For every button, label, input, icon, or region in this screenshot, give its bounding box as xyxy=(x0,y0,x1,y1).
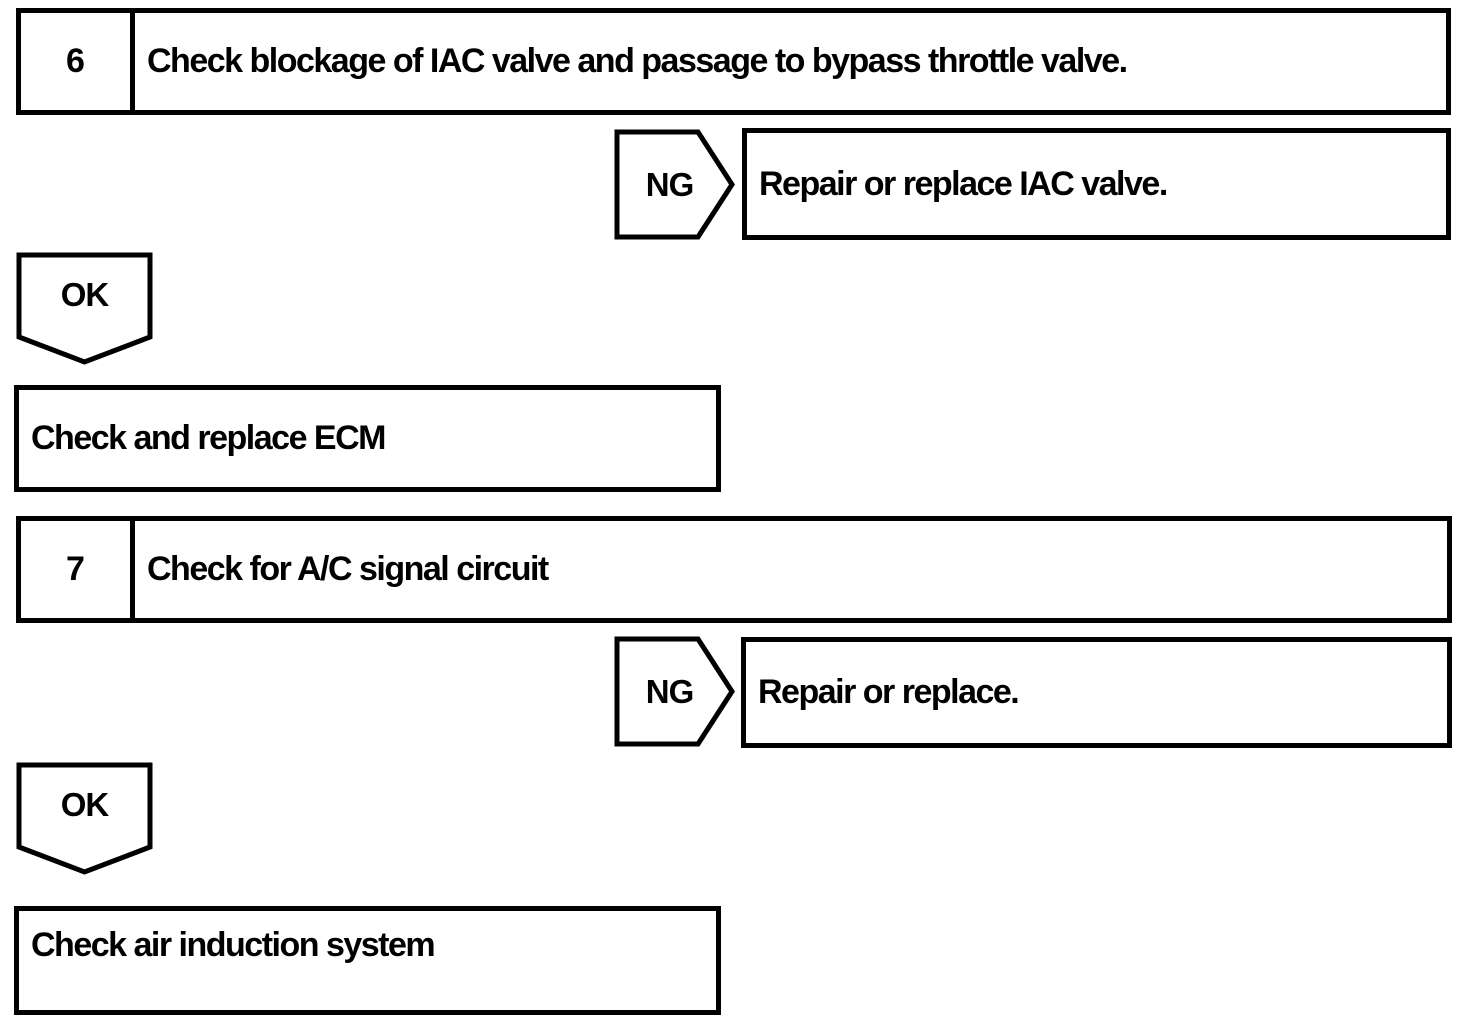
ok-arrow-shape xyxy=(16,252,153,365)
ng-arrow-shape xyxy=(614,636,735,747)
action-repair-or-replace-label: Repair or replace. xyxy=(758,673,1020,711)
ok-arrow-icon xyxy=(16,252,153,365)
step-box-6: 6 Check blockage of IAC valve and passag… xyxy=(16,8,1451,115)
ok-arrow-shape xyxy=(16,762,153,875)
ok-pointer-2-label: OK xyxy=(60,785,110,823)
step-7-title: Check for A/C signal circuit xyxy=(147,550,549,588)
step-7-number: 7 xyxy=(21,521,135,618)
ng-arrow-icon xyxy=(614,636,735,747)
ok-pointer-2: OK xyxy=(16,762,153,875)
step-6-number: 6 xyxy=(21,13,135,110)
ng-pointer-2: NG xyxy=(614,636,735,747)
action-check-air-induction-label: Check air induction system xyxy=(31,926,436,964)
ng-pointer-1-label: NG xyxy=(645,165,695,203)
ok-pointer-1: OK xyxy=(16,252,153,365)
ng-arrow-shape xyxy=(614,129,735,240)
action-box-repair-iac-valve: Repair or replace IAC valve. xyxy=(742,128,1451,240)
action-box-check-replace-ecm: Check and replace ECM xyxy=(14,385,721,492)
ok-pointer-1-label: OK xyxy=(60,275,110,313)
ng-pointer-1: NG xyxy=(614,129,735,240)
ok-arrow-icon xyxy=(16,762,153,875)
action-repair-iac-valve-label: Repair or replace IAC valve. xyxy=(759,164,1168,203)
step-6-title: Check blockage of IAC valve and passage … xyxy=(147,42,1128,80)
ng-pointer-2-label: NG xyxy=(645,672,695,710)
action-check-replace-ecm-label: Check and replace ECM xyxy=(31,419,386,457)
action-box-repair-or-replace: Repair or replace. xyxy=(741,637,1452,748)
action-box-check-air-induction: Check air induction system xyxy=(14,906,721,1015)
ng-arrow-icon xyxy=(614,129,735,240)
step-box-7: 7 Check for A/C signal circuit xyxy=(16,516,1452,623)
